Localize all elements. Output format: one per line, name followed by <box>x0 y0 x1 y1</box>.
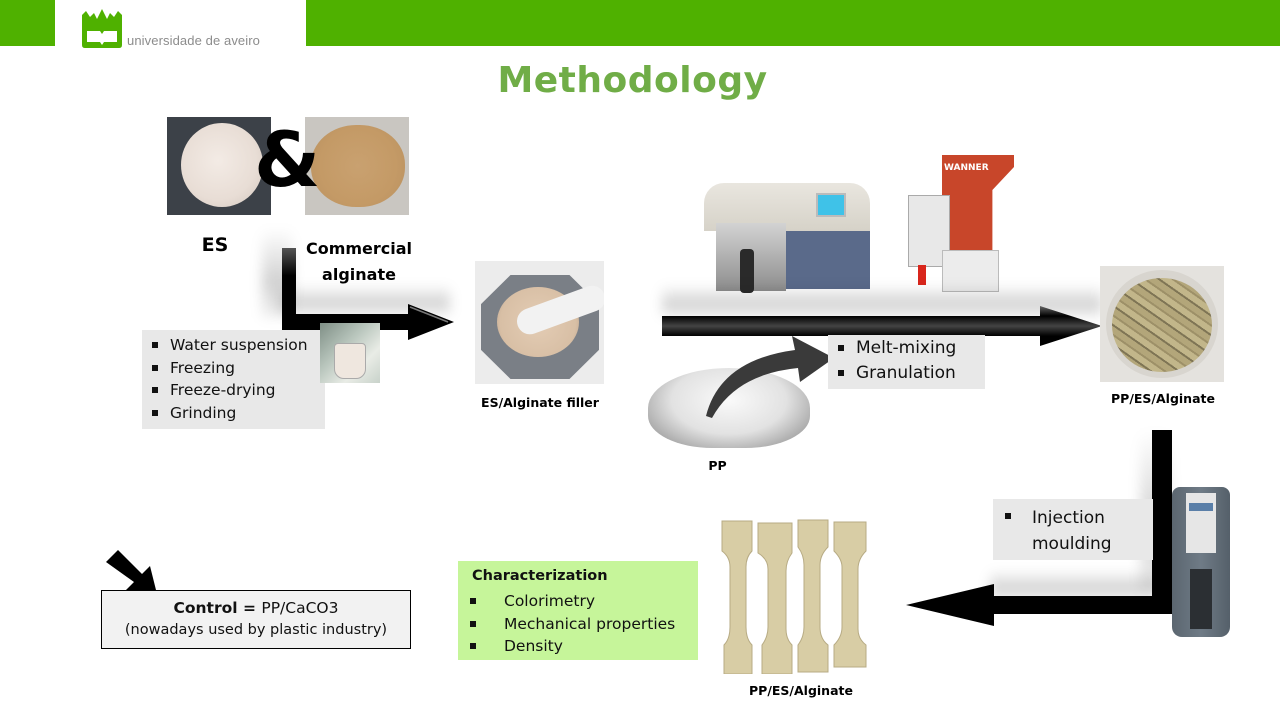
bullet-icon <box>470 598 476 604</box>
specimens-label: PP/ES/Alginate <box>749 683 853 698</box>
long-arrow-right-icon <box>662 306 1102 346</box>
control-value: PP/CaCO3 <box>261 599 339 617</box>
tensile-specimens-photo <box>718 517 876 674</box>
characterization-list: Colorimetry Mechanical properties Densit… <box>458 590 698 658</box>
curved-arrow-icon <box>706 336 834 418</box>
alginate-label-line2: alginate <box>322 265 396 284</box>
bullet-icon <box>470 643 476 649</box>
arrow-shadow <box>662 285 1102 317</box>
characterization-box: Characterization Colorimetry Mechanical … <box>458 561 698 660</box>
bullet-icon <box>152 364 158 371</box>
process-step: Melt-mixing <box>828 336 985 361</box>
granulator-photo: WANNER <box>904 155 1014 295</box>
header-bar-right <box>306 0 1280 46</box>
control-heading: Control <box>173 599 238 617</box>
pp-label: PP <box>708 458 727 473</box>
bullet-icon <box>152 387 158 393</box>
process-step: Freezing <box>142 357 325 380</box>
process-step: Water suspension <box>142 334 325 357</box>
filler-label: ES/Alginate filler <box>481 395 599 410</box>
mortar-pestle-photo <box>475 261 604 384</box>
suspension-beaker-photo <box>320 323 380 383</box>
es-label: ES <box>201 234 229 256</box>
extruder-mixer-photo <box>704 183 870 293</box>
process-step: Injection moulding <box>1032 508 1112 554</box>
characterization-heading: Characterization <box>472 568 608 584</box>
process-step: Granulation <box>828 361 985 386</box>
injection-step-box: Injection moulding <box>993 499 1153 560</box>
bullet-icon <box>470 620 476 627</box>
university-name: universidade de aveiro <box>127 33 261 48</box>
bullet-icon <box>152 409 158 416</box>
elbow-arrow-icon <box>282 248 454 340</box>
bullet-icon <box>152 342 158 348</box>
control-box: Control = PP/CaCO3 (nowadays used by pla… <box>101 590 411 649</box>
bullet-icon <box>1005 513 1011 519</box>
bullet-icon <box>838 345 844 351</box>
granules-label: PP/ES/Alginate <box>1111 391 1215 406</box>
characterization-item: Density <box>458 635 698 658</box>
control-note: (nowadays used by plastic industry) <box>124 622 388 638</box>
control-line: Control = PP/CaCO3 <box>102 597 410 619</box>
university-logo-icon <box>80 5 124 49</box>
arrow-shadow <box>990 570 1160 600</box>
es-powder-photo <box>167 117 271 215</box>
header-bar-left <box>0 0 55 46</box>
compounding-steps-box: Melt-mixing Granulation <box>828 335 985 389</box>
ampersand: & <box>254 115 321 204</box>
diagonal-arrow-icon <box>106 550 158 598</box>
injection-moulder-photo <box>1168 487 1232 637</box>
page-title: Methodology <box>497 60 768 101</box>
alginate-powder-photo <box>305 117 409 215</box>
elbow-arrow-down-left-icon <box>906 430 1172 626</box>
granules-dish-photo <box>1100 266 1224 382</box>
process-step: Freeze-drying <box>142 379 325 402</box>
alginate-label: Commercial alginate <box>298 236 420 288</box>
characterization-item: Mechanical properties <box>458 613 698 636</box>
process-step: Grinding <box>142 402 325 425</box>
alginate-label-line1: Commercial <box>305 239 413 258</box>
control-equals: = <box>237 599 262 617</box>
characterization-item: Colorimetry <box>458 590 698 613</box>
preparation-steps-box: Water suspension Freezing Freeze-drying … <box>142 330 325 429</box>
bullet-icon <box>838 370 844 376</box>
